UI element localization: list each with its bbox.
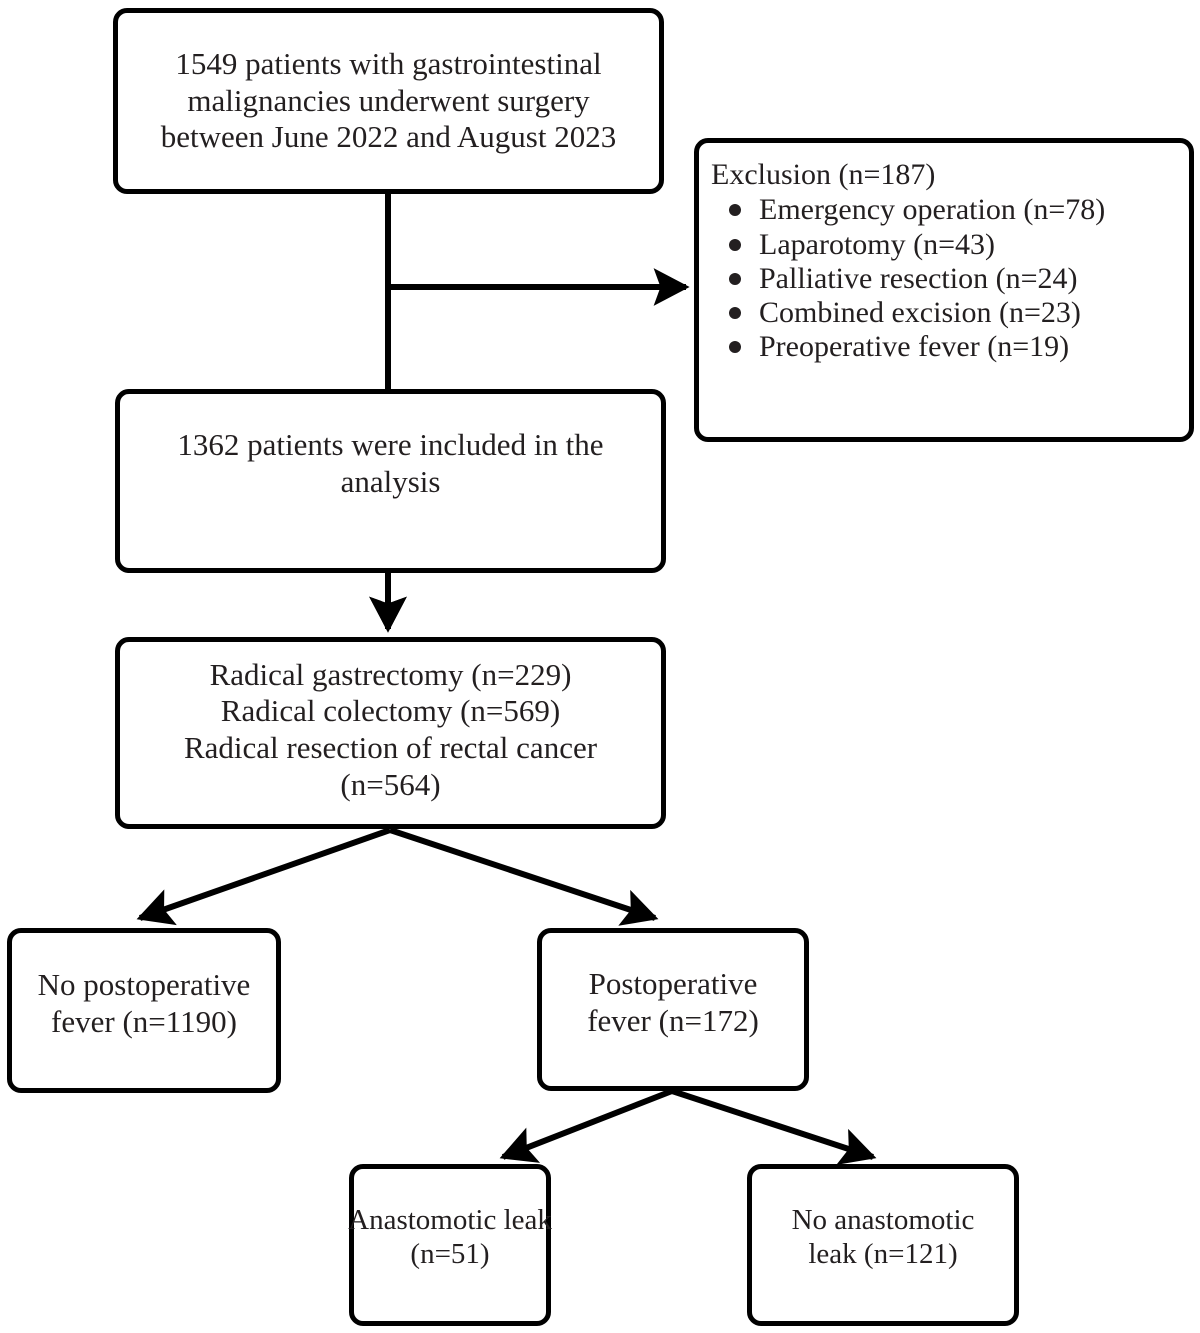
- node-enrollment: 1549 patients with gastrointestinal mali…: [113, 8, 664, 194]
- node-included-line-1: 1362 patients were included in the: [177, 427, 604, 463]
- exclusion-reason-item: Emergency operation (n=78): [759, 193, 1106, 227]
- node-procedures-line-4: (n=564): [340, 766, 441, 802]
- node-anastomotic-leak-line-1: Anastomotic leak: [348, 1203, 552, 1236]
- node-anastomotic-leak: Anastomotic leak (n=51): [348, 1164, 552, 1326]
- connector-fever-to-no-leak: [671, 1088, 877, 1165]
- exclusion-reason-item: Combined excision (n=23): [759, 296, 1105, 330]
- node-no-postoperative-fever-line-2: fever (n=1190): [51, 1003, 237, 1039]
- node-no-postoperative-fever: No postoperative fever (n=1190): [7, 928, 281, 1093]
- node-enrollment-line-2: malignancies underwent surgery: [187, 82, 590, 118]
- node-enrollment-line-1: 1549 patients with gastrointestinal: [175, 46, 602, 82]
- exclusion-reason-list: Emergency operation (n=78) Laparotomy (n…: [711, 193, 1105, 364]
- node-procedures: Radical gastrectomy (n=229) Radical cole…: [115, 637, 666, 829]
- node-exclusion: Exclusion (n=187) Emergency operation (n…: [694, 138, 1194, 442]
- node-no-anastomotic-leak: No anastomotic leak (n=121): [747, 1164, 1019, 1326]
- node-enrollment-line-3: between June 2022 and August 2023: [160, 119, 617, 155]
- node-postoperative-fever-line-2: fever (n=172): [587, 1002, 759, 1038]
- node-anastomotic-leak-line-2: (n=51): [410, 1238, 490, 1270]
- node-no-anastomotic-leak-line-1: No anastomotic: [791, 1203, 975, 1236]
- node-no-anastomotic-leak-line-2: leak (n=121): [808, 1238, 958, 1270]
- exclusion-reason-item: Palliative resection (n=24): [759, 262, 1105, 296]
- node-procedures-line-3: Radical resection of rectal cancer: [183, 730, 598, 765]
- node-exclusion-title: Exclusion (n=187): [711, 158, 936, 191]
- connector-procedures-to-fever: [389, 827, 659, 926]
- node-postoperative-fever: Postoperative fever (n=172): [537, 928, 809, 1091]
- node-procedures-line-1: Radical gastrectomy (n=229): [209, 656, 572, 692]
- connector-procedures-to-no-fever: [136, 827, 391, 926]
- exclusion-reason-item: Laparotomy (n=43): [759, 228, 1105, 262]
- node-procedures-line-2: Radical colectomy (n=569): [220, 693, 561, 729]
- node-included-patients: 1362 patients were included in the analy…: [115, 389, 666, 573]
- exclusion-reason-item: Preoperative fever (n=19): [759, 330, 1105, 364]
- node-postoperative-fever-line-1: Postoperative: [588, 965, 758, 1001]
- node-included-line-2: analysis: [340, 464, 441, 499]
- node-no-postoperative-fever-line-1: No postoperative: [37, 966, 251, 1002]
- connector-fever-to-leak: [499, 1088, 674, 1163]
